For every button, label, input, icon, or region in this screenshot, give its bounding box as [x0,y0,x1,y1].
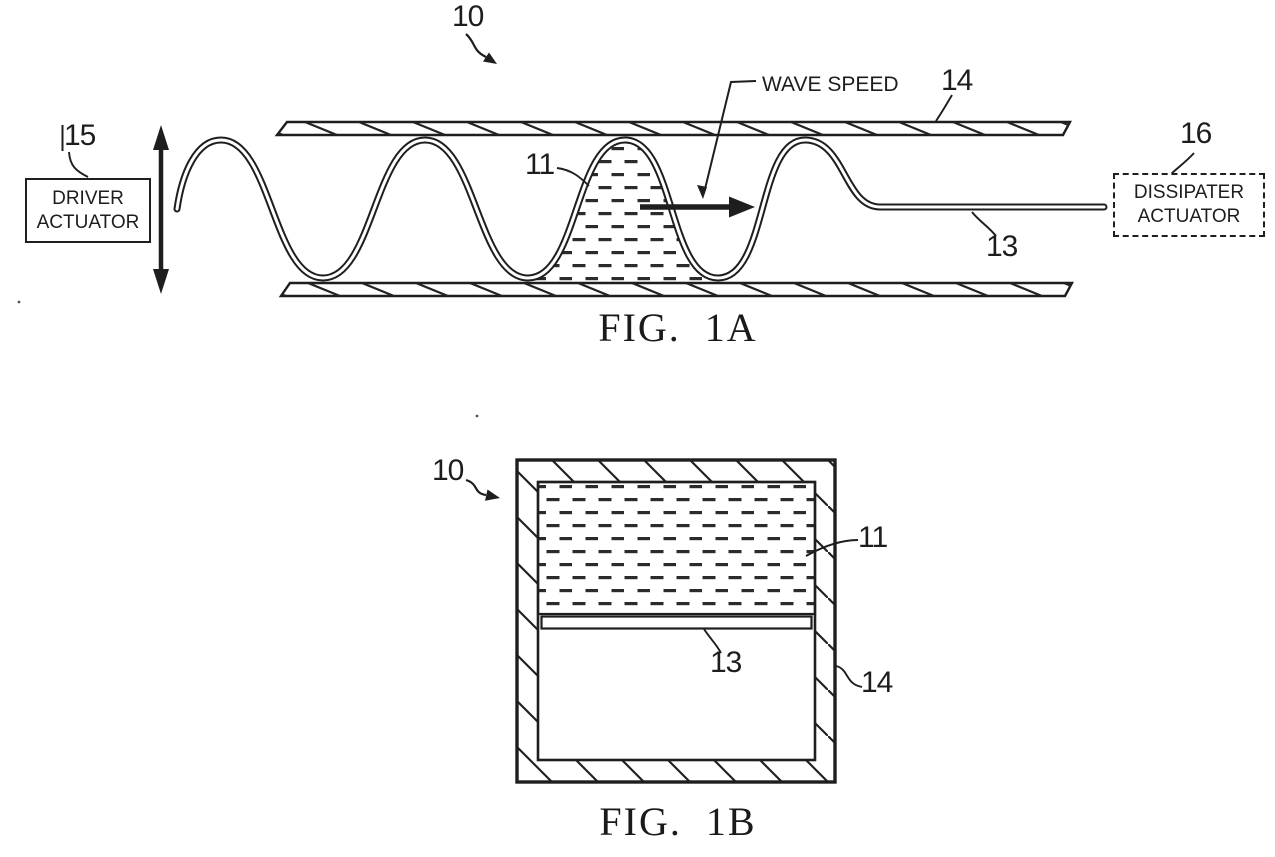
vertical-motion-arrow [153,125,169,294]
driver-actuator-label-line1: DRIVER [52,187,124,209]
wave-speed-arrow [640,196,755,218]
leader-ref10-fig1a [465,33,497,64]
leader-ref10-fig1b [465,478,500,501]
ref-label-14-fig1b: 14 [861,666,893,699]
driver-actuator-label-line2: ACTUATOR [36,211,140,233]
leader-ref13-fig1b [703,628,722,654]
fig-1a-caption: FIG. 1A [598,305,758,350]
ref-label-11-fig1a: 11 [525,148,555,181]
ref-label-13-fig1b: 13 [710,646,742,679]
ref-label-10-fig1b: 10 [432,454,464,487]
ref-label-14-fig1a: 14 [941,64,973,97]
wave-speed-label: WAVE SPEED [762,73,899,96]
fig1a-bottom-plate [278,281,1075,298]
leader-ref14-fig1b [835,665,863,688]
fig1a-top-plate [274,120,1073,137]
dissipater-actuator-label-line1: DISSIPATER [1133,182,1245,204]
ref-label-13-fig1a: 13 [986,230,1018,263]
fig-1b-caption: FIG. 1B [599,799,757,844]
wave-speed-leader-arrow [697,80,757,199]
ref-label-15: 15 [64,119,96,152]
dissipater-actuator-label-line2: ACTUATOR [1137,206,1241,227]
fig1b-membrane-bar [540,615,813,630]
leader-ref13-fig1a [971,211,997,237]
leader-ref14-fig1a [935,94,953,122]
dissipater-actuator-box: DISSIPATER ACTUATOR [1113,173,1265,237]
leader-ref15 [61,125,89,178]
fig1a-fluid-fill [529,144,717,282]
driver-actuator-box: DRIVER ACTUATOR [25,178,151,243]
leader-ref11-fig1b [805,539,859,557]
fig1b-fluid-region [536,480,817,616]
fig1a-membrane-wave [173,136,1108,282]
ref-label-10-fig1a: 10 [452,0,484,33]
leader-ref11-fig1a [556,167,590,187]
ref-label-11-fig1b: 11 [858,521,888,554]
scan-specks [17,300,479,418]
ref-label-16: 16 [1180,117,1212,150]
